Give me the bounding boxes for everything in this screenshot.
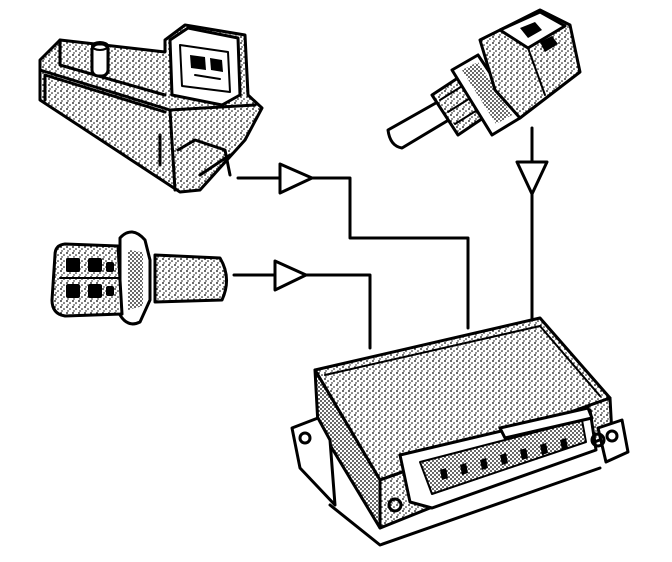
temperature-sensor-icon	[386, 8, 582, 150]
pressure-sensor-icon	[38, 23, 264, 194]
wire-speed-to-ecu	[232, 273, 372, 350]
cylindrical-sensor-icon	[50, 230, 228, 326]
wire-map-to-ecu	[236, 176, 470, 330]
ecu-box-icon	[290, 316, 630, 547]
arrow-speed-right	[273, 259, 308, 292]
arrow-temp-down	[515, 160, 549, 196]
arrow-map-right	[278, 162, 314, 195]
